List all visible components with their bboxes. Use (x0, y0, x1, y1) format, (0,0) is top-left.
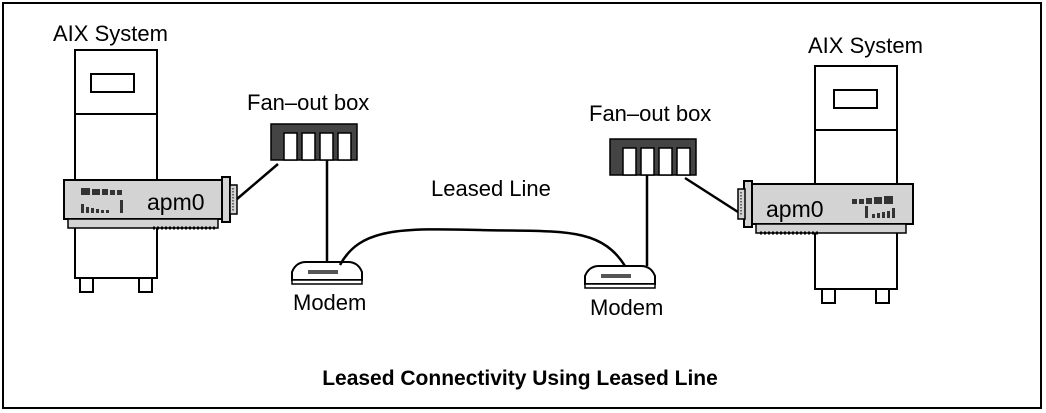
right-aix-system-label: AIX System (808, 33, 923, 58)
left-aix-tower (74, 49, 158, 293)
leased-line-cable (338, 228, 627, 267)
right-modem-label: Modem (590, 295, 664, 320)
left-adapter-label: apm0 (147, 189, 205, 215)
right-adapter-cable (684, 176, 739, 214)
left-adapter-card (63, 176, 238, 230)
leased-line-label: Leased Line (431, 176, 551, 201)
right-adapter-label: apm0 (766, 196, 824, 222)
right-adapter-card (737, 180, 914, 235)
left-aix-system-label: AIX System (53, 21, 168, 46)
diagram-caption: Leased Connectivity Using Leased Line (322, 367, 718, 390)
right-fanout-box (609, 138, 697, 176)
left-adapter-cable (236, 163, 279, 200)
right-fanout-label: Fan–out box (589, 101, 712, 126)
left-fanout-box (270, 123, 358, 161)
left-fanout-label: Fan–out box (247, 90, 370, 115)
right-modem (584, 265, 656, 289)
right-aix-tower (814, 65, 898, 304)
left-modem (291, 261, 363, 285)
left-modem-label: Modem (293, 290, 367, 315)
